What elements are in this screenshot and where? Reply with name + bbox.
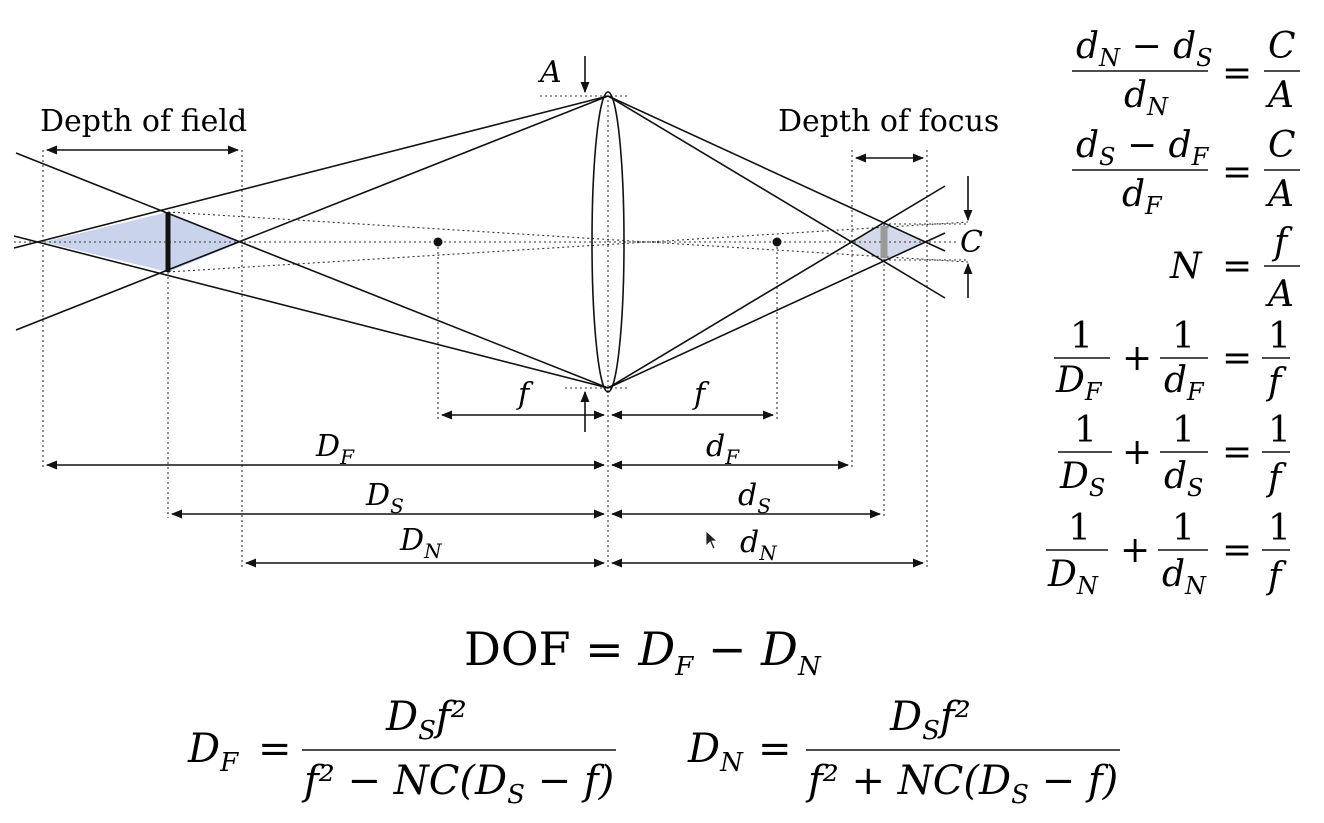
focal-length-label-back: f (692, 377, 710, 412)
depth-of-focus-label: Depth of focus (778, 104, 999, 139)
svg-text:dS − dF: dS − dF (1076, 125, 1210, 171)
D-S-label: DS (365, 478, 404, 518)
svg-text:dN: dN (1162, 554, 1207, 600)
svg-text:A: A (1265, 75, 1294, 116)
svg-text:DSf²: DSf² (889, 694, 971, 746)
svg-text:f² + NC(DS − f): f² + NC(DS − f) (805, 758, 1118, 810)
D-N-label: DN (399, 523, 443, 563)
svg-text:DF: DF (187, 726, 239, 778)
svg-text:f: f (1265, 362, 1287, 403)
svg-text:=: = (758, 726, 792, 772)
svg-text:=: = (258, 726, 292, 772)
svg-text:=: = (1222, 432, 1252, 473)
mouse-cursor-icon (705, 530, 719, 550)
svg-text:1: 1 (1268, 316, 1291, 357)
svg-text:+: + (1122, 432, 1152, 473)
d-F-label: dF (706, 429, 740, 469)
svg-text:f: f (1265, 556, 1287, 597)
svg-text:C: C (1268, 125, 1296, 166)
dof-equation: DOF = DF − DN (464, 622, 822, 682)
equation-lens-far: 1 DF + 1 dF = 1 f (1054, 316, 1291, 406)
svg-text:dF: dF (1122, 174, 1163, 220)
svg-text:dF: dF (1164, 360, 1205, 406)
coc-label: C (960, 225, 983, 260)
svg-text:=: = (1222, 152, 1252, 193)
svg-text:dN: dN (1124, 75, 1169, 121)
svg-text:1: 1 (1268, 410, 1291, 451)
svg-text:1: 1 (1068, 508, 1091, 549)
svg-text:DS: DS (1059, 456, 1105, 502)
svg-text:dS: dS (1164, 456, 1204, 502)
svg-text:=: = (1222, 530, 1252, 571)
aperture-label: A (537, 55, 562, 90)
focal-point-back (772, 237, 782, 247)
equation-lens-near: 1 DN + 1 dN = 1 f (1046, 508, 1291, 600)
svg-text:=: = (1222, 338, 1252, 379)
svg-text:A: A (1265, 174, 1294, 215)
d-S-label: dS (738, 478, 771, 518)
svg-text:+: + (1122, 338, 1152, 379)
focal-length-label-front: f (516, 377, 534, 412)
equation-dn-ds-ratio: dN − dS dN = C A (1072, 26, 1300, 121)
D-F-label: DF (315, 429, 355, 469)
svg-text:f: f (1265, 458, 1287, 499)
svg-text:f: f (1271, 222, 1293, 263)
svg-text:1: 1 (1172, 508, 1195, 549)
svg-text:1: 1 (1172, 410, 1195, 451)
d-N-label: dN (740, 525, 778, 565)
svg-text:1: 1 (1268, 508, 1291, 549)
svg-text:DN: DN (1047, 554, 1099, 600)
focal-point-front (433, 237, 443, 247)
light-rays (13, 95, 946, 389)
svg-text:+: + (1120, 530, 1150, 571)
depth-of-field-label: Depth of field (40, 104, 247, 139)
dimension-lines (45, 145, 925, 568)
lens (591, 91, 625, 393)
svg-text:=: = (1222, 246, 1252, 287)
svg-text:f² − NC(DS − f): f² − NC(DS − f) (301, 758, 614, 810)
dotted-guides (42, 95, 969, 568)
svg-text:DF: DF (1055, 360, 1103, 406)
svg-text:DN: DN (687, 726, 744, 778)
equation-f-number: N = f A (1169, 222, 1300, 315)
svg-text:1: 1 (1074, 410, 1097, 451)
svg-text:=: = (1222, 53, 1252, 94)
depth-of-field-region (43, 212, 242, 272)
far-limit-formula: DF = DSf² f² − NC(DS − f) (187, 694, 616, 810)
svg-text:DSf²: DSf² (385, 694, 467, 746)
svg-text:1: 1 (1070, 316, 1093, 357)
equation-ds-df-ratio: dS − dF dF = C A (1072, 125, 1300, 220)
near-limit-formula: DN = DSf² f² + NC(DS − f) (687, 694, 1120, 810)
svg-text:C: C (1268, 26, 1296, 67)
svg-text:N: N (1169, 246, 1203, 287)
equation-lens-subject: 1 DS + 1 dS = 1 f (1058, 410, 1291, 502)
svg-text:dN − dS: dN − dS (1076, 26, 1213, 72)
svg-text:1: 1 (1172, 316, 1195, 357)
svg-text:A: A (1265, 274, 1294, 315)
